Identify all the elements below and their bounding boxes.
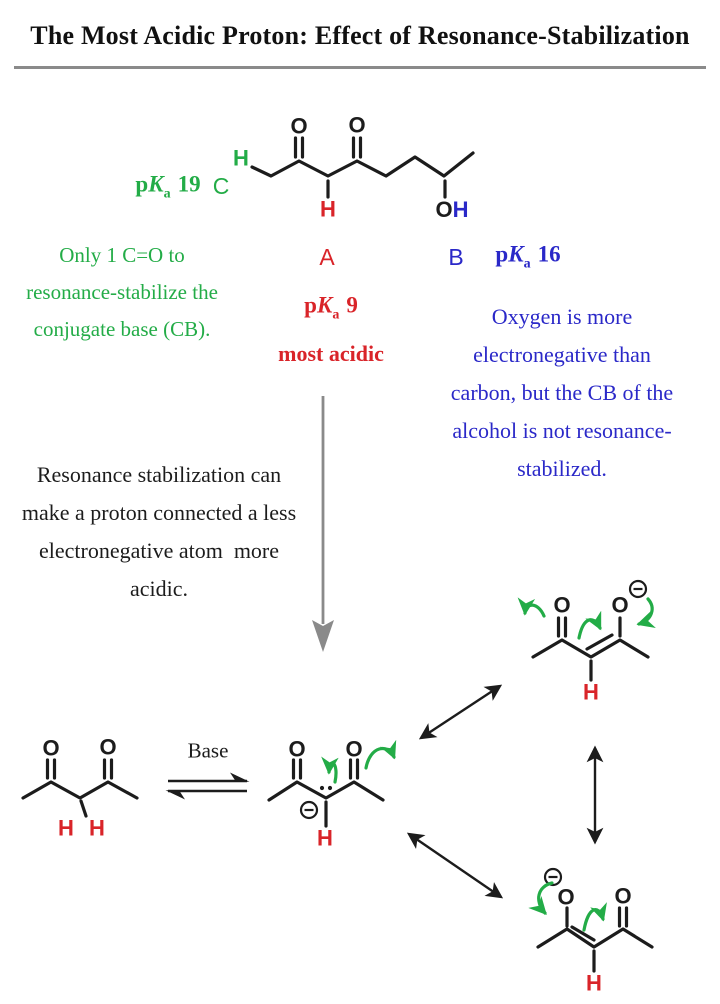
- carbonyl-right-double-bond: [351, 136, 363, 159]
- oxygen-label: O: [288, 737, 305, 762]
- oxygen-label: O: [348, 113, 365, 138]
- pka-label-site-b: pKa 16: [495, 242, 560, 273]
- oxygen-label: O: [553, 593, 570, 618]
- enolate-top-cc-double: [585, 633, 614, 651]
- pka-k: K: [316, 292, 333, 318]
- curved-electron-arrow: [364, 739, 397, 770]
- oxygen-label: O: [611, 593, 628, 618]
- note-line: Only 1 C=O to: [59, 243, 185, 267]
- oxygen-label: O: [345, 737, 362, 762]
- carbanion-structure: O O H: [267, 737, 397, 851]
- pka-k: K: [148, 171, 164, 197]
- resonance-arrows: [406, 684, 604, 899]
- enolate-bottom-co-double: [617, 906, 629, 928]
- note-line: alcohol is not resonance-: [452, 418, 672, 443]
- oxygen-label: O: [614, 884, 631, 909]
- black-note: Resonance stabilization can make a proto…: [22, 456, 296, 608]
- acidic-proton-label: H: [317, 826, 333, 851]
- note-line: stabilized.: [517, 456, 607, 481]
- oxygen-label: O: [557, 885, 574, 910]
- enolate-bottom-cc-double: [570, 925, 596, 942]
- curved-electron-arrow: [517, 597, 546, 618]
- green-note: Only 1 C=O to resonance-stabilize the co…: [26, 237, 218, 348]
- enolate-top-skeleton: [531, 638, 650, 659]
- oxygen-label: O: [42, 736, 59, 761]
- pka-sub-a: a: [163, 186, 171, 202]
- oxygen-label: O: [99, 735, 116, 760]
- minus-charge-icon: [543, 867, 563, 887]
- note-line: make a proton connected a less: [21, 500, 297, 525]
- site-b-letter: B: [448, 244, 463, 270]
- pka-value: 16: [537, 241, 561, 267]
- acidic-proton-label: H: [586, 971, 602, 996]
- enolate-bottom-structure: O O H: [528, 867, 654, 996]
- base-label: Base: [187, 738, 229, 763]
- pka-sub-a: a: [332, 307, 340, 323]
- pka-p: p: [495, 241, 509, 267]
- equilibrium-reverse-head: [165, 790, 185, 800]
- enolate-bottom-skeleton: [536, 927, 654, 949]
- main-skeleton-bonds: [250, 151, 475, 178]
- curved-electron-arrow: [321, 756, 339, 784]
- note-line: Resonance stabilization can: [36, 462, 282, 487]
- curved-electron-arrow: [582, 902, 607, 932]
- enolate-top-co-double: [556, 616, 568, 638]
- note-line: Oxygen is more: [491, 304, 633, 329]
- pka-value: 9: [346, 292, 358, 318]
- hydroxyl-h: H: [453, 197, 469, 222]
- diketone-skeleton: [21, 780, 139, 800]
- resonance-arrow-lower: [406, 832, 504, 899]
- site-a-proton-label: H: [320, 197, 336, 222]
- carbanion-co-left: [291, 758, 303, 780]
- site-a-letter: A: [319, 244, 335, 270]
- carbanion-skeleton: [267, 780, 385, 802]
- hydroxyl-o: O: [435, 197, 452, 222]
- acidic-proton-label: H: [58, 816, 74, 841]
- note-line: electronegative atom more: [38, 538, 280, 563]
- pka-label-site-c: pKa 19: [135, 172, 200, 203]
- curved-electron-arrow: [636, 597, 656, 628]
- pka-k: K: [508, 241, 524, 267]
- blue-note: Oxygen is more electronegative than carb…: [451, 298, 673, 488]
- diketone-co-right: [102, 758, 114, 780]
- oxygen-label: O: [290, 114, 307, 139]
- lone-pair-dot: [327, 785, 333, 791]
- gray-down-arrow: [312, 396, 334, 652]
- most-acidic-label: most acidic: [278, 341, 384, 366]
- main-molecule: O O H H OH C A B: [213, 113, 475, 270]
- page-title: The Most Acidic Proton: Effect of Resona…: [30, 21, 690, 50]
- curved-electron-arrow: [577, 610, 602, 640]
- carbonyl-left-double-bond: [293, 136, 305, 159]
- acidic-proton-label: H: [89, 816, 105, 841]
- site-c-proton-label: H: [233, 146, 249, 171]
- note-line: resonance-stabilize the: [26, 280, 218, 304]
- diketone-co-left: [45, 758, 57, 780]
- acidic-proton-label: H: [583, 680, 599, 705]
- diketone-structure: O O H H: [21, 735, 139, 841]
- lone-pair-dot: [319, 785, 325, 791]
- pka-p: p: [135, 171, 149, 197]
- note-line: carbon, but the CB of the: [450, 380, 674, 405]
- equilibrium-forward-head: [230, 772, 250, 782]
- resonance-arrow-upper: [418, 684, 503, 740]
- equilibrium-arrows: [165, 772, 250, 800]
- hydroxyl-label: OH: [435, 197, 468, 222]
- title-divider: [14, 66, 706, 69]
- pka-p: p: [304, 292, 317, 318]
- pka-sub-a: a: [523, 256, 531, 272]
- curved-electron-arrow: [528, 881, 554, 915]
- pka-value: 19: [177, 171, 201, 197]
- diketone-ch-bond: [79, 799, 88, 818]
- note-line: conjugate base (CB).: [33, 317, 211, 341]
- enolate-top-structure: O O H: [517, 579, 656, 705]
- minus-charge-icon: [299, 800, 319, 820]
- gray-arrow-head: [312, 620, 334, 652]
- minus-charge-icon: [628, 579, 648, 599]
- note-line: electronegative than: [473, 342, 651, 367]
- carbanion-co-right: [348, 758, 360, 780]
- site-c-letter: C: [213, 173, 230, 199]
- note-line: acidic.: [129, 576, 189, 601]
